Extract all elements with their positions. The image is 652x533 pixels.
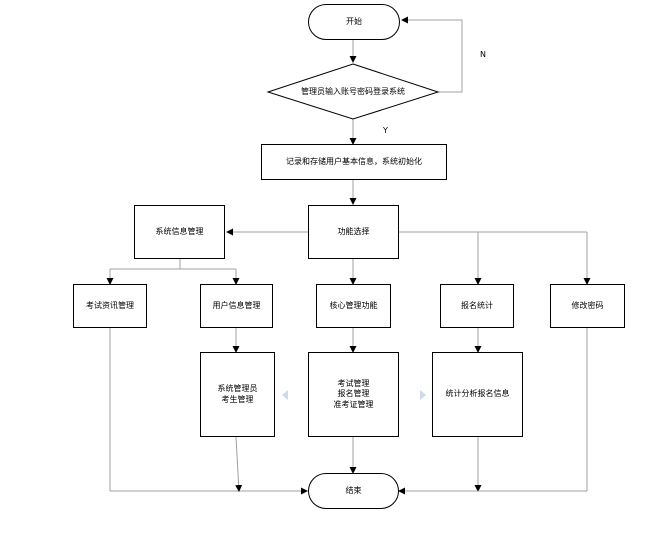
core-node: 核心管理功能 [316, 284, 391, 328]
start-node: 开始 [308, 4, 400, 40]
core-sub-line-1: 考试管理 [337, 378, 370, 388]
login-node: 管理员输入账号密码登录系统 [301, 87, 405, 96]
core-sub-line-2: 报名管理 [337, 389, 370, 399]
stats-sub-node: 统计分析报名信息 [432, 352, 523, 437]
yes-label: Y [383, 126, 388, 135]
user-sub-line-1: 系统管理员 [217, 384, 258, 394]
pwd-node: 修改密码 [550, 284, 625, 328]
core-sub-line-3: 准考证管理 [333, 399, 374, 409]
stats-node: 报名统计 [440, 284, 514, 328]
left-triangle-icon [282, 390, 288, 400]
arrow-login-loop-n [401, 16, 463, 93]
arrow-user-sub-down [235, 436, 243, 492]
user-info-node: 用户信息管理 [200, 284, 273, 328]
decision-diamond [266, 63, 440, 120]
user-sub-line-2: 考生管理 [221, 394, 254, 404]
user-sub-node: 系统管理员 考生管理 [200, 352, 275, 437]
right-triangle-icon [420, 390, 426, 400]
core-sub-node: 考试管理 报名管理 准考证管理 [308, 352, 399, 437]
end-node: 结束 [308, 473, 399, 509]
sysinfo-node: 系统信息管理 [134, 205, 225, 259]
no-label: N [480, 50, 486, 59]
exam-info-node: 考试资讯管理 [73, 284, 147, 328]
select-node: 功能选择 [308, 205, 399, 259]
init-node: 记录和存储用户基本信息，系统初始化 [261, 144, 447, 180]
